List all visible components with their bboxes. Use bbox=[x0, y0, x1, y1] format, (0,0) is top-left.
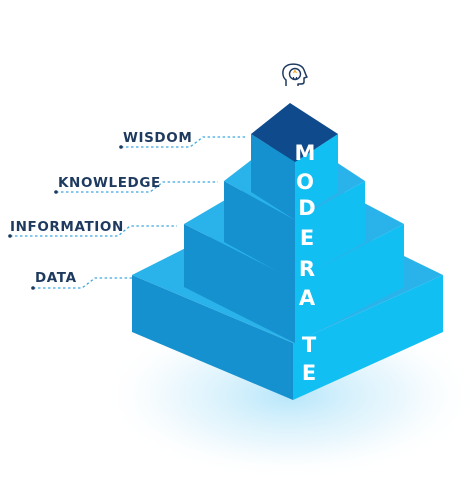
tier-label-data: DATA bbox=[31, 270, 135, 290]
tier-data-left-face bbox=[132, 275, 293, 400]
side-letter: D bbox=[298, 196, 315, 220]
tier-label-knowledge: KNOWLEDGE bbox=[54, 175, 218, 194]
svg-text:DATA: DATA bbox=[35, 270, 77, 286]
tier-wisdom-left-face bbox=[251, 134, 295, 220]
svg-text:KNOWLEDGE: KNOWLEDGE bbox=[58, 175, 161, 191]
tier-wisdom-right-face bbox=[295, 134, 338, 220]
tier-knowledge-right-face bbox=[295, 181, 365, 281]
tier-label-information: INFORMATION bbox=[8, 219, 177, 238]
tier-label-wisdom: WISDOM bbox=[119, 130, 246, 149]
svg-text:INFORMATION: INFORMATION bbox=[10, 219, 124, 235]
tier-information-right-face bbox=[295, 224, 404, 343]
side-letter: M bbox=[295, 141, 316, 165]
side-letter: R bbox=[299, 257, 315, 281]
side-letter: O bbox=[296, 170, 314, 194]
svg-text:WISDOM: WISDOM bbox=[123, 130, 192, 146]
side-letter: E bbox=[300, 226, 314, 250]
side-letter: T bbox=[302, 333, 317, 357]
tier-wisdom-top-face bbox=[251, 103, 338, 162]
pyramid-tiers bbox=[132, 103, 443, 400]
tier-knowledge-left-face bbox=[224, 181, 295, 281]
side-letter: E bbox=[302, 361, 316, 385]
head-with-lightbulb-icon bbox=[282, 63, 308, 86]
tier-information-left-face bbox=[184, 224, 295, 343]
tier-data-right-face bbox=[293, 275, 443, 400]
side-letter: A bbox=[299, 286, 316, 310]
